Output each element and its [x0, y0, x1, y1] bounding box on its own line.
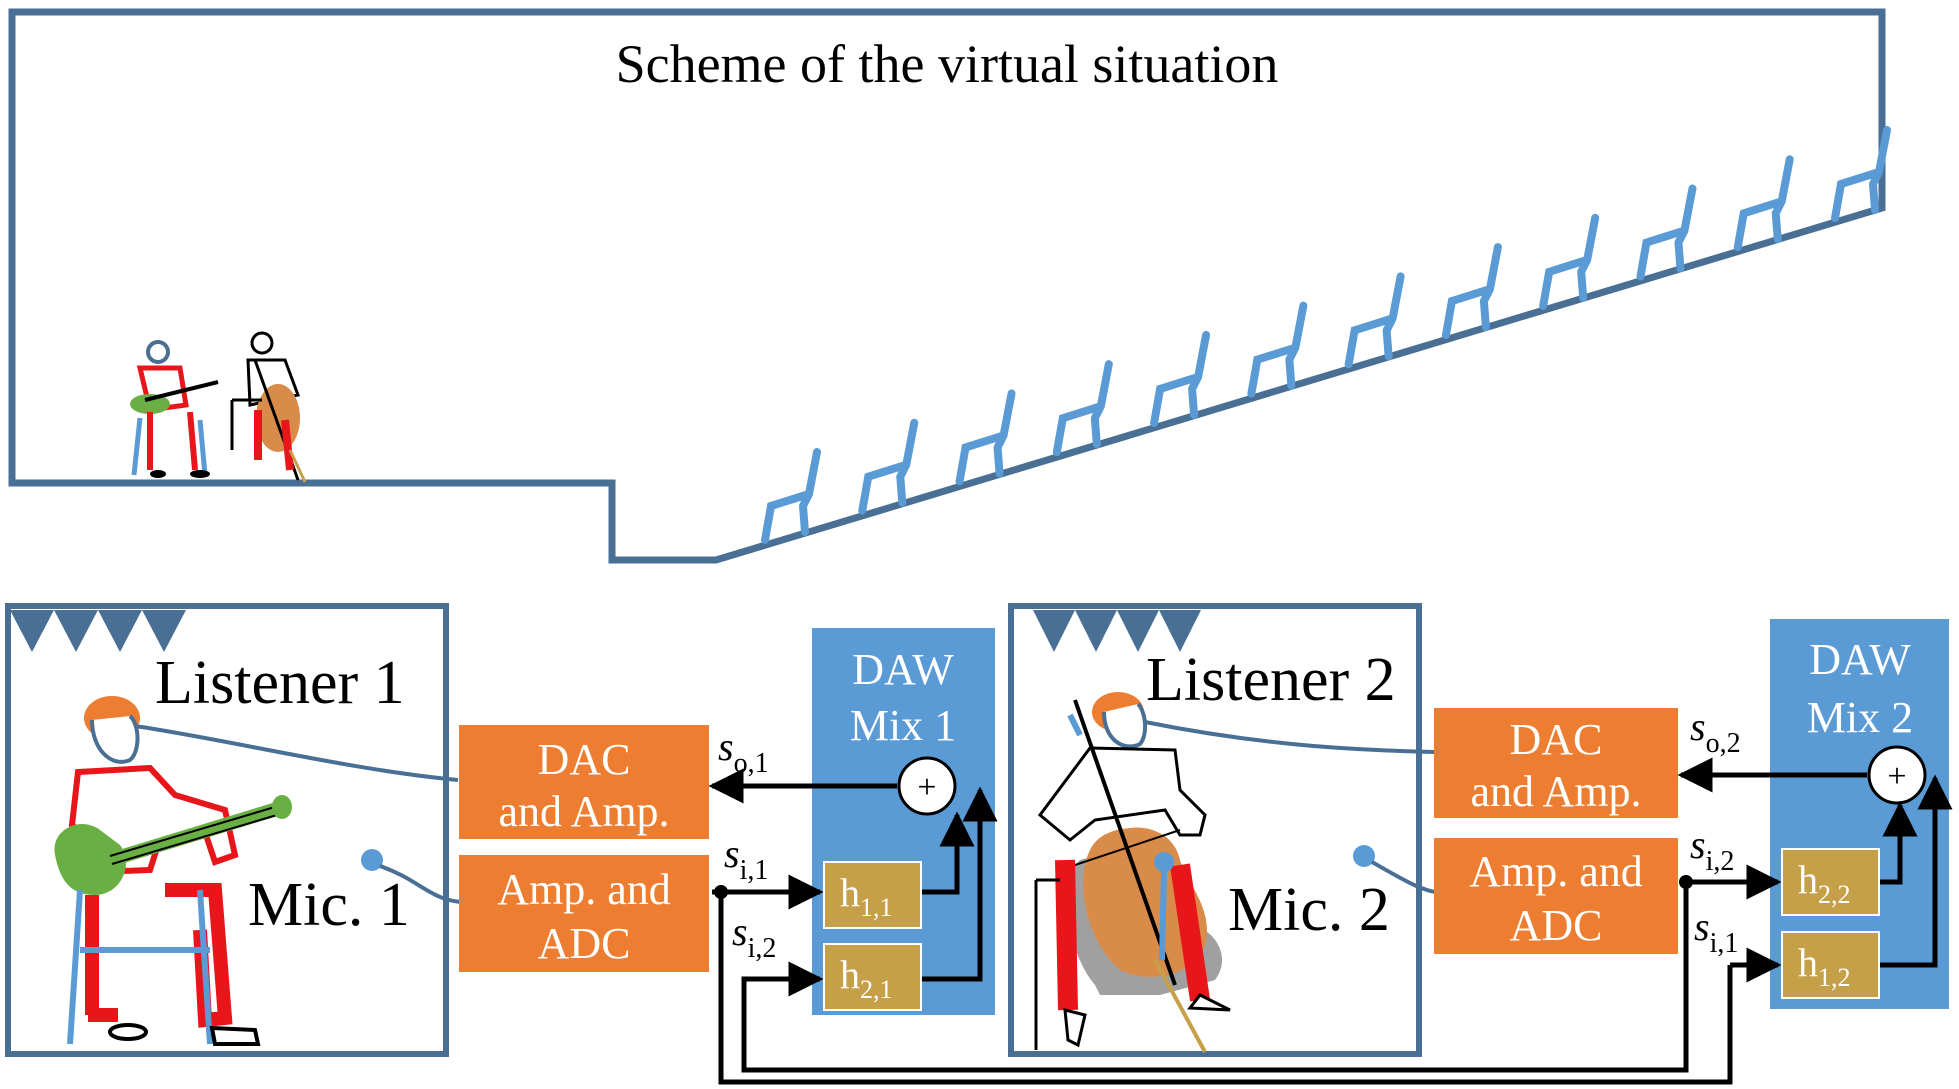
chair-icon [1539, 213, 1600, 310]
amp-adc-1-box [459, 855, 709, 972]
sig-i2: si,2 [1690, 822, 1734, 877]
daw-mix-1-line1: DAW [852, 645, 954, 694]
dac-amp-1-line2: and Amp. [498, 787, 669, 836]
h12-box [1781, 931, 1880, 999]
chair-icon [1636, 184, 1697, 281]
mic1-label: Mic. 1 [248, 871, 410, 939]
cello-player-icon [230, 331, 307, 483]
microphone-2-icon [1353, 845, 1437, 894]
hall-scheme: Scheme of the virtual situation [8, 8, 1891, 564]
hall-outline [8, 8, 1886, 564]
dac-amp-2-line2: and Amp. [1470, 767, 1641, 816]
dac-amp-2-line1: DAC [1510, 715, 1603, 764]
audience-chairs [761, 126, 1891, 544]
listener1-room: Listener 1 Mic. 1 [5, 603, 463, 1057]
sum-node-1 [897, 756, 957, 816]
chair-icon [1344, 272, 1405, 369]
chair-icon [1247, 301, 1308, 398]
amp-adc-2-line2: ADC [1510, 901, 1603, 950]
chair-icon [1831, 126, 1891, 222]
amp-adc-1-line2: ADC [538, 919, 631, 968]
dac-amp-1-box [459, 725, 709, 839]
dac-amp-1-line1: DAC [538, 735, 631, 784]
hall-title: Scheme of the virtual situation [616, 34, 1279, 94]
h11-box [823, 861, 922, 929]
daw-mix-2-line2: Mix 2 [1807, 693, 1913, 742]
daw-mix-2-line1: DAW [1809, 635, 1911, 684]
listener2-label: Listener 2 [1146, 646, 1396, 714]
sig-i2-at-mix1: si,2 [732, 909, 776, 964]
mic2-label: Mic. 2 [1228, 876, 1390, 944]
h11-label: h1,1 [840, 870, 893, 922]
chair-icon [1150, 330, 1211, 427]
h22-label: h2,2 [1798, 857, 1851, 909]
amp-adc-2-box [1434, 838, 1678, 954]
chair-icon [1052, 360, 1113, 457]
listener1-label: Listener 1 [155, 649, 405, 717]
daw-mix-1-line2: Mix 1 [850, 701, 956, 750]
h21-label: h2,1 [840, 952, 893, 1004]
sig-i1: si,1 [724, 831, 768, 886]
h12-label: h1,2 [1798, 940, 1851, 992]
chair-icon [761, 448, 821, 544]
guitar-player-icon [130, 340, 219, 478]
microphone-1-icon [361, 849, 463, 904]
chair-icon [955, 389, 1016, 486]
sum-node-1-symbol: + [917, 769, 936, 806]
amp-adc-1-line1: Amp. and [497, 865, 671, 914]
sig-o2: so,2 [1690, 704, 1741, 759]
chair-icon [858, 418, 919, 515]
sig-i1-at-mix2: si,1 [1694, 904, 1738, 959]
sig-o1: so,1 [718, 724, 769, 779]
listener1-guitarist-icon [54, 696, 459, 1046]
cross-connections [718, 882, 1733, 1085]
speaker-array-1-icon [10, 610, 186, 652]
h21-box [823, 943, 922, 1011]
speaker-array-2-icon [1033, 610, 1201, 652]
listener1-chain: DAC and Amp. Amp. and ADC DAW Mix 1 + h1… [459, 628, 998, 1015]
chair-icon [1733, 155, 1794, 252]
listener2-room: Listener 2 Mic. 2 [1008, 603, 1437, 1057]
chair-icon [1441, 243, 1502, 340]
dac-amp-2-box [1434, 708, 1678, 818]
amp-adc-2-line1: Amp. and [1469, 847, 1643, 896]
h22-box [1781, 848, 1880, 916]
sum-node-2-symbol: + [1887, 758, 1906, 795]
listener2-cellist-icon [1034, 692, 1435, 1053]
listener2-chain: DAC and Amp. Amp. and ADC DAW Mix 2 + h2… [1434, 619, 1953, 1009]
